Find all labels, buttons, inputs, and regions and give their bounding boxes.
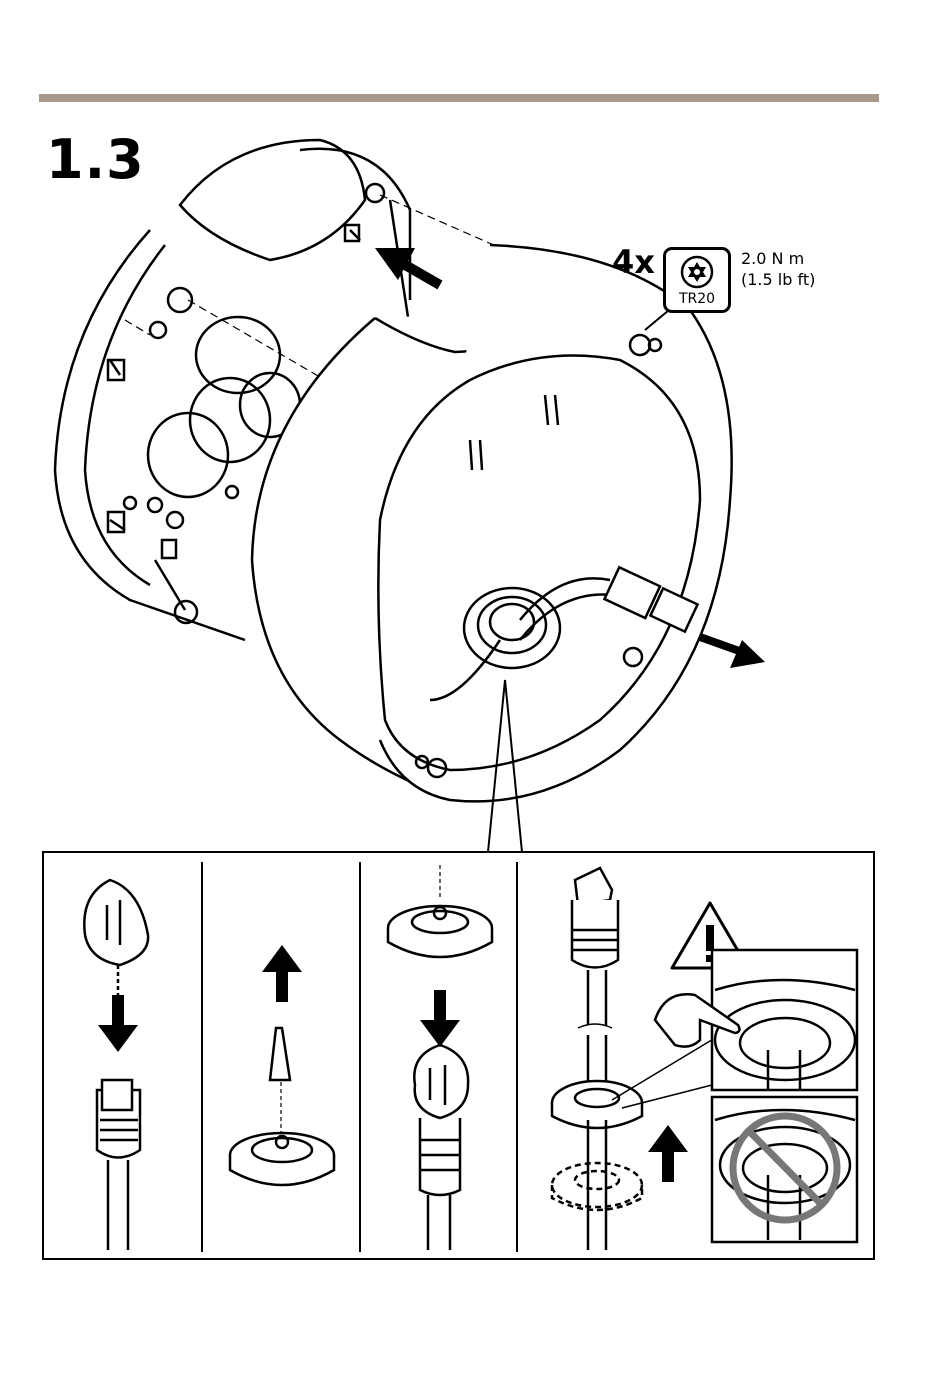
tool-size-label: TR20 <box>666 291 728 307</box>
arrow-icon <box>700 637 742 652</box>
cable-grommet <box>464 588 560 668</box>
arrow-icon <box>730 640 765 668</box>
mount-ring <box>252 245 732 801</box>
torque-imperial: (1.5 lb ft) <box>741 270 815 290</box>
torx-bit-icon <box>666 250 728 290</box>
arrow-icon <box>400 262 440 285</box>
screw-quantity: 4x <box>612 244 655 280</box>
detail-correct-fit <box>712 950 857 1090</box>
tool-badge: TR20 <box>663 247 731 313</box>
torque-metric: 2.0 N m <box>741 249 804 269</box>
